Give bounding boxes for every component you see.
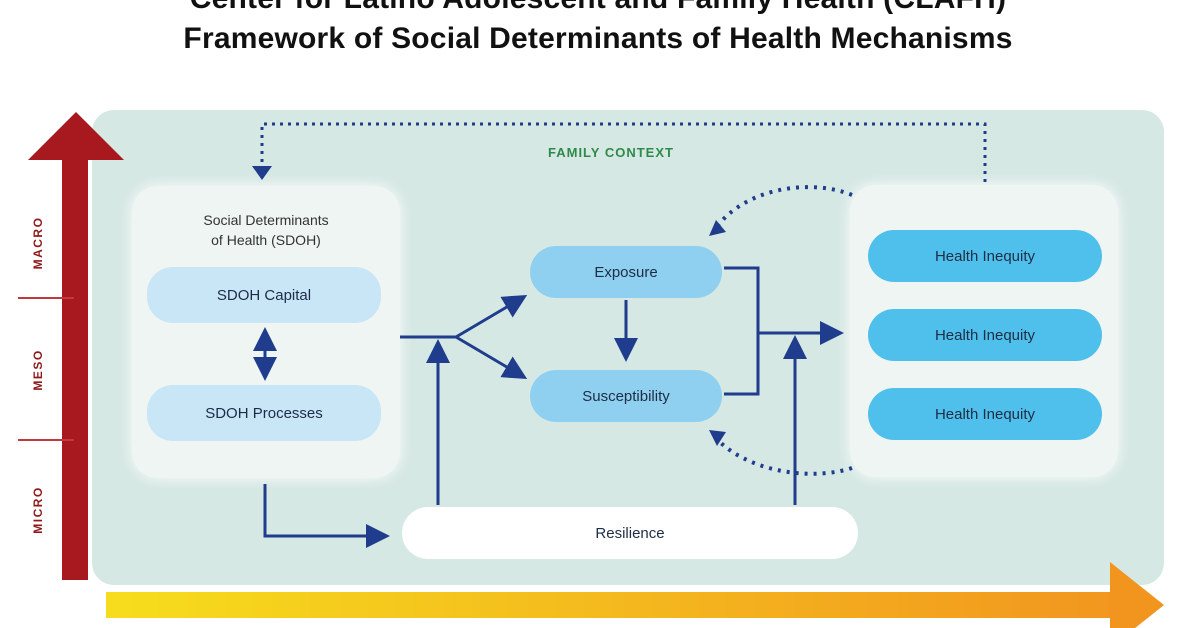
feedback-loop-top bbox=[260, 122, 987, 182]
susceptibility-node: Susceptibility bbox=[530, 370, 722, 422]
health-inequity-node-2: Health Inequity bbox=[868, 309, 1102, 361]
health-inequity-node-1: Health Inequity bbox=[868, 230, 1102, 282]
time-arrow bbox=[106, 562, 1164, 628]
feedback-curve-exposure bbox=[714, 185, 853, 230]
scale-arrow bbox=[18, 112, 124, 580]
sdoh-title-line-1: Social Determinants bbox=[203, 212, 329, 228]
scale-label-meso: MESO bbox=[31, 349, 45, 391]
sdoh-title: Social Determinants of Health (SDOH) bbox=[132, 210, 400, 250]
feedback-curve-susceptibility bbox=[714, 436, 853, 476]
title-line-1: Center for Latino Adolescent and Family … bbox=[0, 0, 1196, 16]
feedback-arrowhead-exposure bbox=[709, 220, 726, 236]
sdoh-capital-node: SDOH Capital bbox=[147, 267, 381, 323]
health-inequity-node-3: Health Inequity bbox=[868, 388, 1102, 440]
family-context-label: FAMILY CONTEXT bbox=[548, 145, 674, 160]
solid-connectors bbox=[253, 266, 844, 548]
title-line-2: Framework of Social Determinants of Heal… bbox=[183, 22, 1013, 55]
feedback-arrowhead-susceptibility bbox=[709, 430, 726, 446]
resilience-node: Resilience bbox=[402, 507, 858, 559]
scale-label-macro: MACRO bbox=[31, 216, 45, 270]
sdoh-title-line-2: of Health (SDOH) bbox=[211, 232, 321, 248]
feedback-arrowhead-top bbox=[252, 166, 272, 180]
scale-label-micro: MICRO bbox=[31, 486, 45, 534]
exposure-node: Exposure bbox=[530, 246, 722, 298]
sdoh-processes-node: SDOH Processes bbox=[147, 385, 381, 441]
